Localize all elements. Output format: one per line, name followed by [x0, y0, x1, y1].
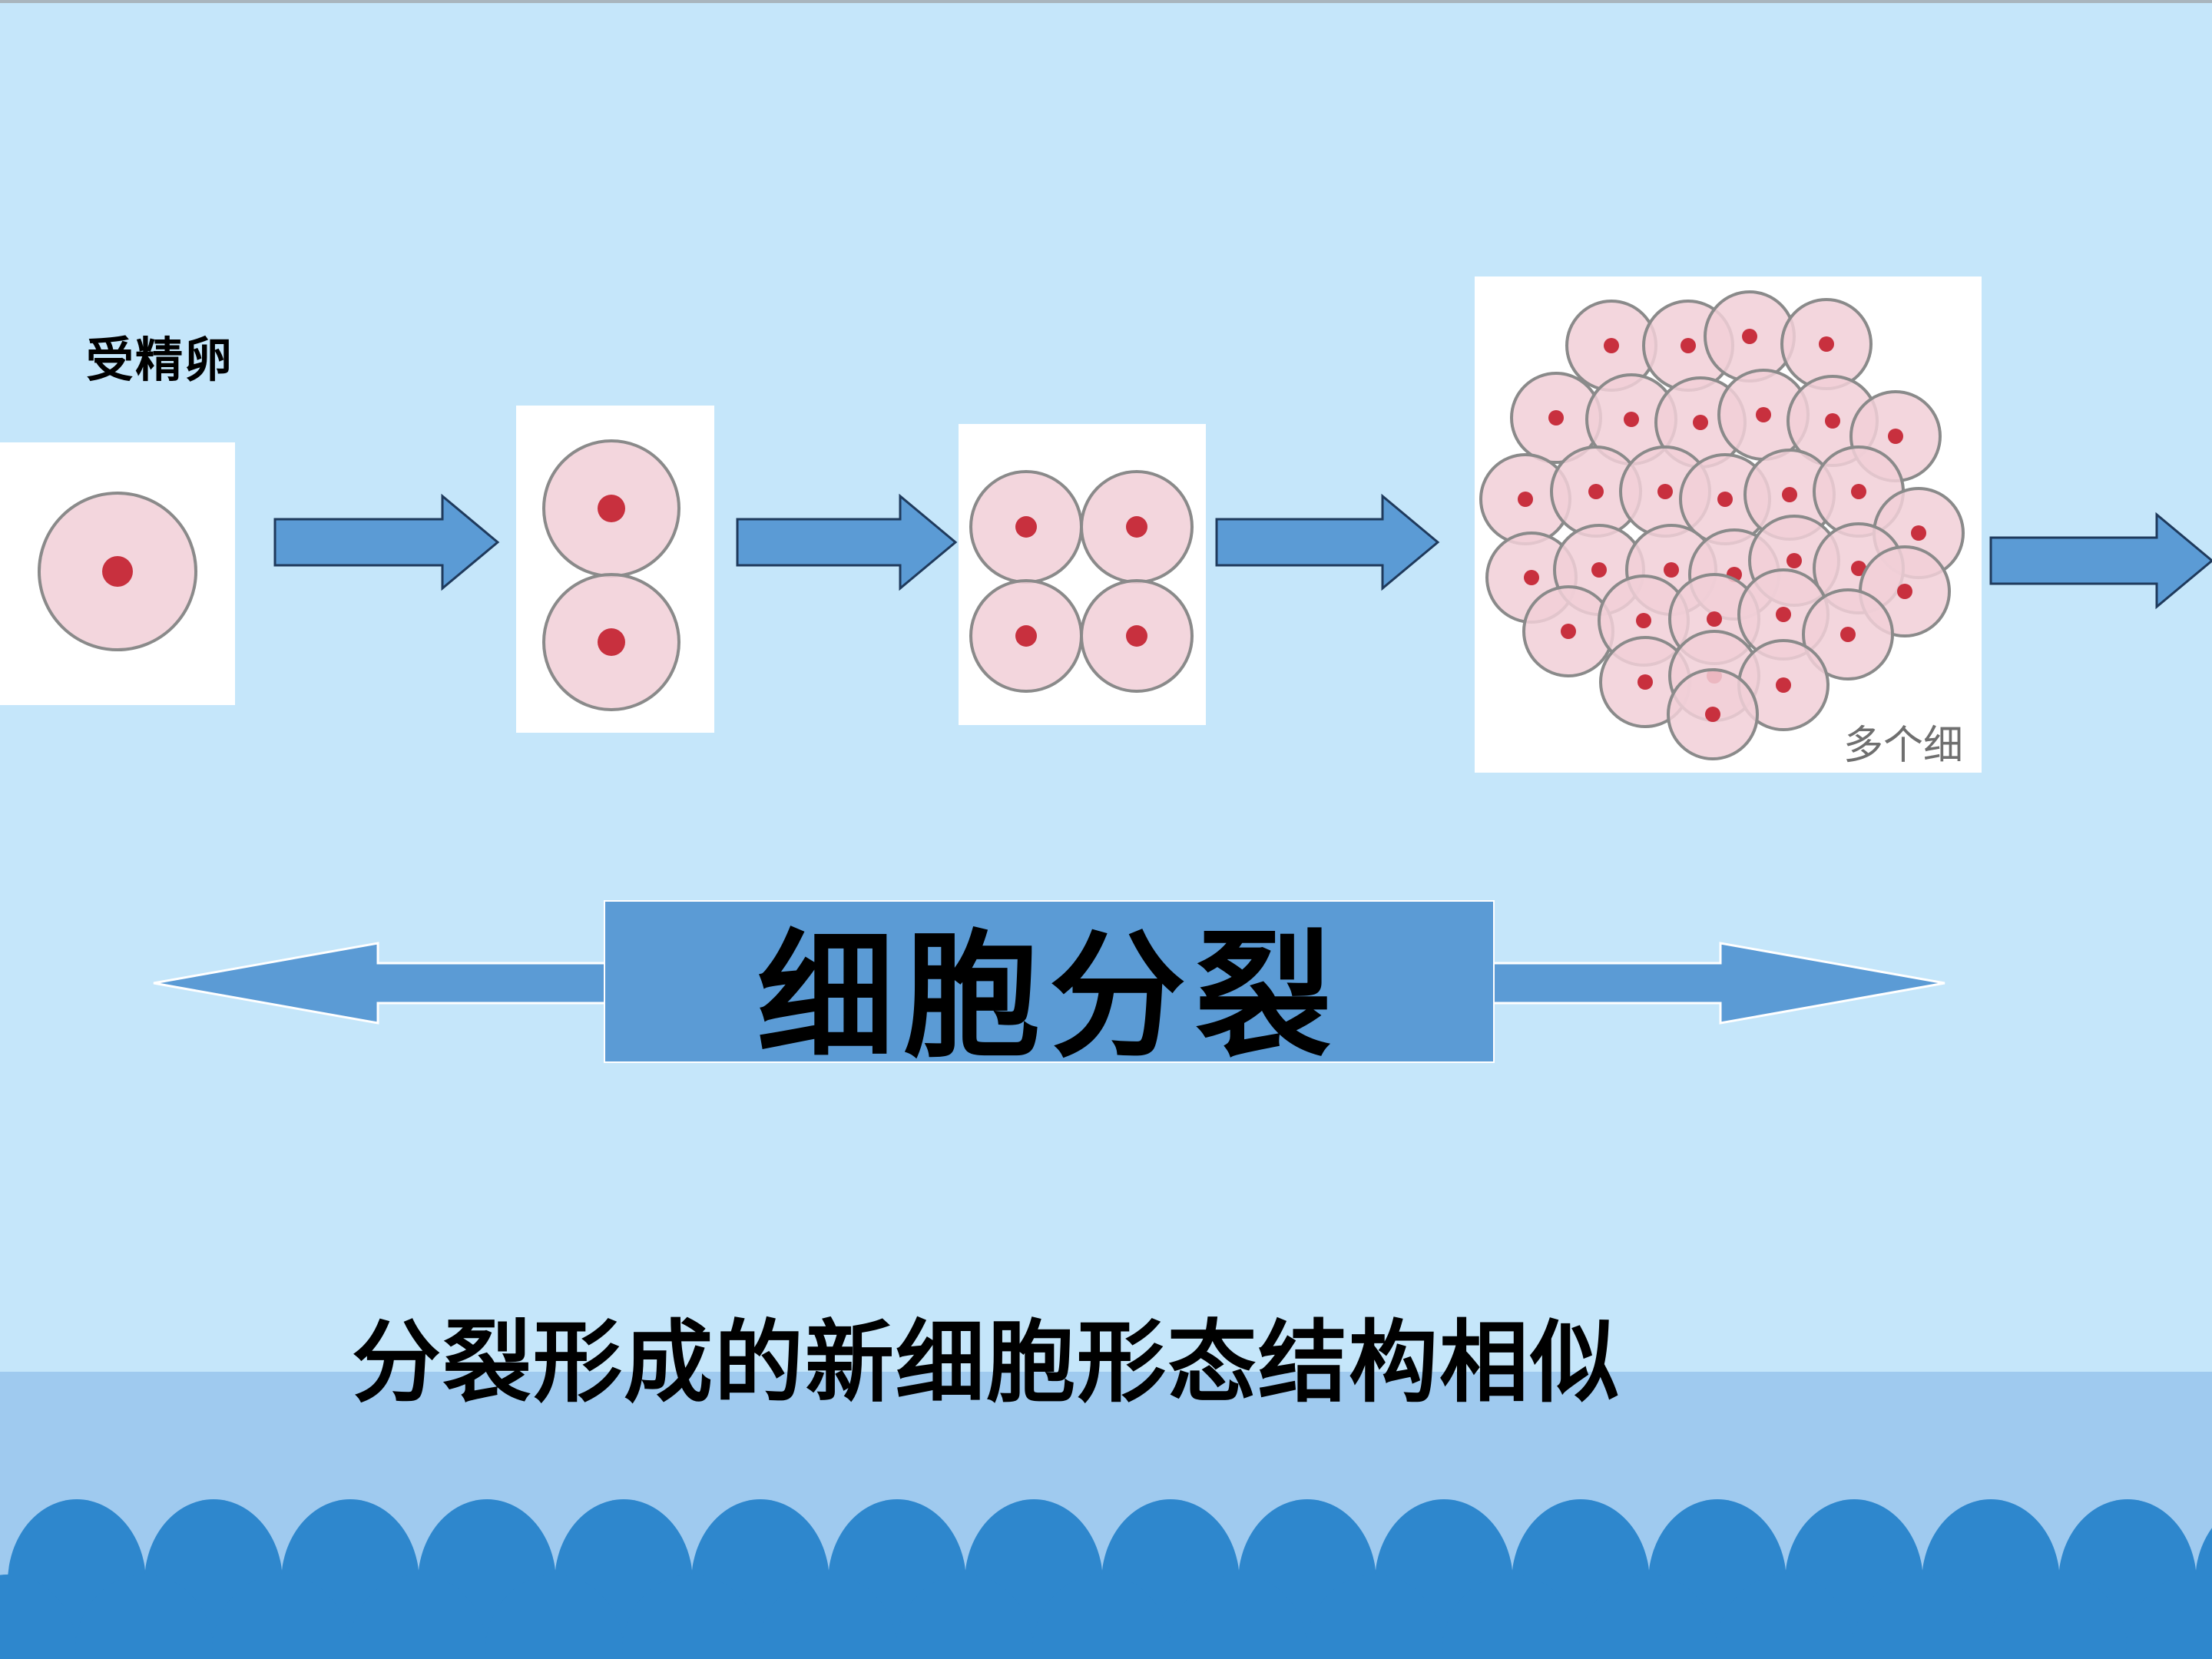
- cell: [542, 573, 680, 711]
- fertilized-egg-label: 受精卵: [86, 332, 234, 388]
- nucleus: [1851, 484, 1866, 499]
- nucleus: [1636, 613, 1651, 628]
- nucleus: [1591, 562, 1607, 578]
- cell: [1743, 449, 1836, 541]
- wave-arc: [1716, 1575, 1854, 1659]
- cell: [1080, 470, 1194, 584]
- nucleus: [1624, 412, 1639, 427]
- multi-cell-note: 多个细: [1843, 723, 1964, 769]
- title-text: 细胞分裂: [757, 915, 1341, 1076]
- title-box: 细胞分裂: [604, 900, 1495, 1076]
- cell: [969, 579, 1083, 693]
- wave-arc: [212, 1575, 350, 1659]
- wave-arc: [1853, 1575, 1991, 1659]
- right-arrow: [1488, 942, 1945, 1025]
- nucleus: [1782, 487, 1797, 502]
- wave-arc: [349, 1575, 487, 1659]
- wave-arc: [896, 1575, 1034, 1659]
- nucleus: [1126, 625, 1147, 647]
- wave-arc: [485, 1575, 624, 1659]
- cell: [542, 439, 680, 578]
- wave-arc: [75, 1575, 214, 1659]
- nucleus: [1742, 329, 1757, 344]
- nucleus: [1637, 674, 1653, 690]
- nucleus: [1561, 624, 1576, 639]
- nucleus: [1776, 607, 1791, 622]
- cell: [38, 492, 197, 651]
- caption-text: 分裂形成的新细胞形态结构相似: [352, 1310, 1621, 1415]
- wave-decoration: [0, 1499, 2212, 1659]
- wave-arc: [1579, 1575, 1717, 1659]
- nucleus: [102, 556, 133, 587]
- nucleus: [1897, 584, 1912, 599]
- cell: [1667, 668, 1759, 760]
- nucleus: [1681, 338, 1696, 353]
- nucleus: [1705, 707, 1720, 722]
- cell-drawings: [38, 290, 1965, 760]
- wave-arc: [0, 1575, 77, 1659]
- wave-arc: [1306, 1575, 1444, 1659]
- left-arrow: [153, 942, 608, 1025]
- nucleus: [1756, 407, 1771, 422]
- top-border: [0, 0, 2212, 3]
- nucleus: [1657, 484, 1673, 499]
- wave-arc: [1442, 1575, 1581, 1659]
- nucleus: [1664, 562, 1679, 578]
- nucleus: [1851, 561, 1866, 576]
- nucleus: [1786, 553, 1802, 568]
- nucleus: [1819, 336, 1834, 352]
- wave-arc: [759, 1575, 897, 1659]
- nucleus: [1717, 492, 1733, 507]
- nucleus: [1015, 516, 1037, 538]
- nucleus: [598, 628, 625, 656]
- nucleus: [1604, 338, 1619, 353]
- arrow-1: [273, 493, 500, 591]
- nucleus: [1588, 484, 1604, 499]
- nucleus: [1524, 570, 1539, 585]
- nucleus: [1707, 611, 1722, 627]
- nucleus: [1825, 413, 1840, 429]
- wave-arc: [1032, 1575, 1171, 1659]
- nucleus: [598, 495, 625, 522]
- wave-arc: [622, 1575, 760, 1659]
- nucleus: [1548, 410, 1564, 426]
- nucleus: [1693, 415, 1708, 430]
- arrow-3: [1215, 493, 1440, 591]
- cell: [1080, 579, 1194, 693]
- nucleus: [1776, 677, 1791, 693]
- cell: [1510, 372, 1602, 464]
- nucleus: [1015, 625, 1037, 647]
- wave-arc: [1169, 1575, 1307, 1659]
- cell: [1802, 588, 1894, 680]
- arrow-2: [736, 493, 958, 591]
- nucleus: [1911, 525, 1926, 541]
- cell: [969, 470, 1083, 584]
- arrow-4: [1989, 512, 2212, 610]
- nucleus: [1840, 627, 1856, 642]
- nucleus: [1888, 429, 1903, 444]
- nucleus: [1518, 492, 1533, 507]
- wave-arc: [1989, 1575, 2128, 1659]
- nucleus: [1126, 516, 1147, 538]
- wave-arc: [2126, 1575, 2212, 1659]
- cell: [1704, 290, 1796, 382]
